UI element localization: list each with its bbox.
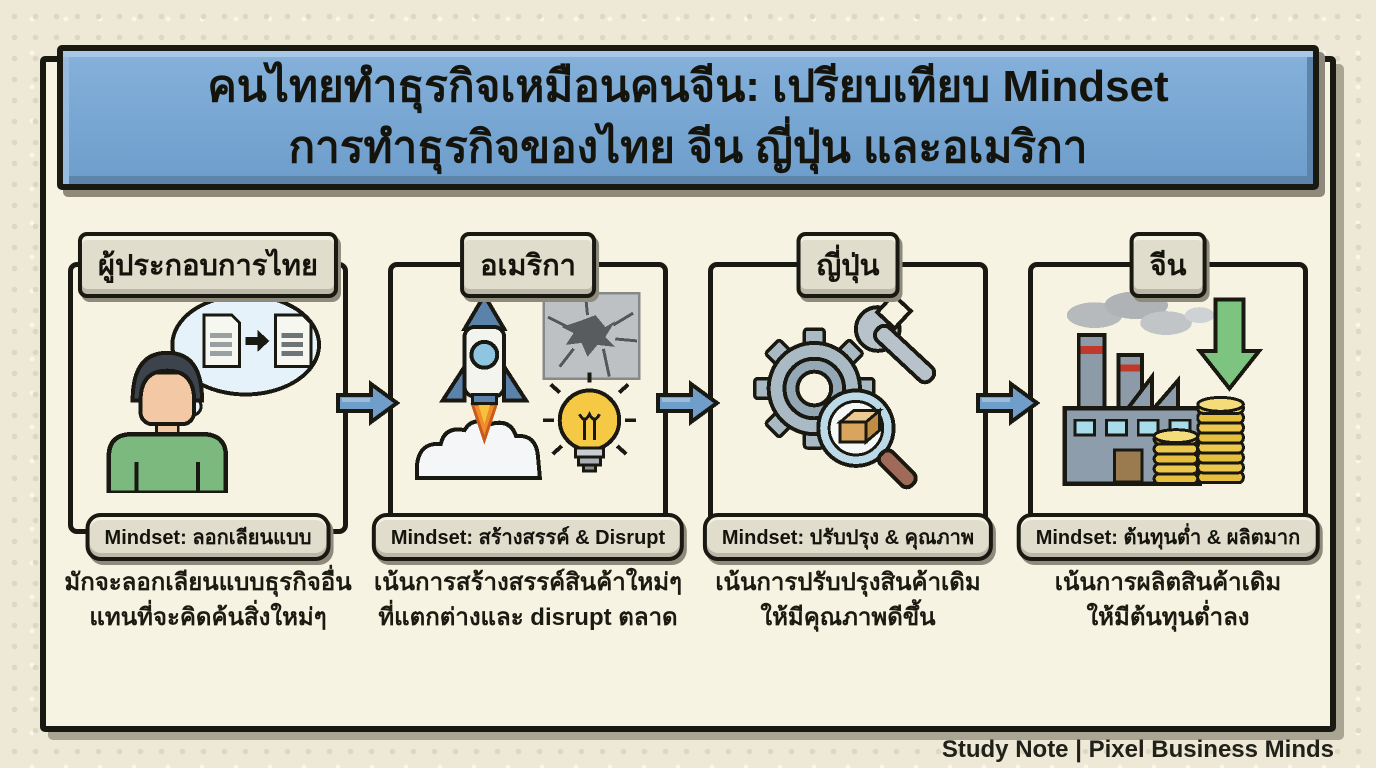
gear-wrench-magnifier-icon bbox=[718, 276, 978, 506]
column-description: เน้นการสร้างสรรค์สินค้าใหม่ๆ ที่แตกต่างแ… bbox=[368, 566, 688, 636]
flow-arrow-icon bbox=[336, 380, 401, 426]
rocket-disrupt-lightbulb-icon bbox=[398, 276, 658, 506]
mindset-badge: Mindset: ต้นทุนต่ำ & ผลิตมาก bbox=[1016, 513, 1320, 561]
description-line-1: เน้นการปรับปรุงสินค้าเดิม bbox=[715, 569, 981, 596]
column-header-tab: จีน bbox=[1129, 232, 1207, 298]
description-line-1: เน้นการผลิตสินค้าเดิม bbox=[1054, 569, 1282, 596]
mindset-badge: Mindset: สร้างสรรค์ & Disrupt bbox=[371, 513, 685, 561]
column-header-tab: อเมริกา bbox=[460, 232, 596, 298]
column-thai: ผู้ประกอบการไทย bbox=[64, 232, 352, 652]
column-description: มักจะลอกเลียนแบบธุรกิจอื่น แทนที่จะคิดค้… bbox=[48, 566, 368, 636]
copy-documents-thought-icon bbox=[78, 276, 338, 506]
comparison-columns: ผู้ประกอบการไทย bbox=[64, 232, 1320, 652]
column-china: จีน bbox=[1016, 232, 1320, 652]
column-description: เน้นการปรับปรุงสินค้าเดิม ให้มีคุณภาพดีข… bbox=[688, 566, 1008, 636]
column-america: อเมริกา bbox=[371, 232, 685, 652]
description-line-1: มักจะลอกเลียนแบบธุรกิจอื่น bbox=[64, 569, 352, 596]
factory-cost-down-coins-icon bbox=[1038, 276, 1298, 506]
column-japan: ญี่ปุ่น bbox=[702, 232, 994, 652]
mindset-badge: Mindset: ลอกเลียนแบบ bbox=[85, 513, 331, 561]
column-header-tab: ญี่ปุ่น bbox=[796, 232, 900, 298]
flow-arrow-icon bbox=[656, 380, 721, 426]
description-line-2: ให้มีคุณภาพดีขึ้น bbox=[760, 603, 936, 631]
title-line-1: คนไทยทำธุรกิจเหมือนคนจีน: เปรียบเทียบ Mi… bbox=[207, 61, 1169, 111]
description-line-1: เน้นการสร้างสรรค์สินค้าใหม่ๆ bbox=[374, 569, 682, 596]
title-line-2: การทำธุรกิจของไทย จีน ญี่ปุ่น และอเมริกา bbox=[288, 122, 1088, 172]
column-header-tab: ผู้ประกอบการไทย bbox=[77, 232, 339, 298]
description-line-2: ที่แตกต่างและ disrupt ตลาด bbox=[378, 603, 678, 631]
credit-text: Study Note | Pixel Business Minds bbox=[941, 736, 1334, 763]
description-line-2: แทนที่จะคิดค้นสิ่งใหม่ๆ bbox=[89, 603, 327, 631]
description-line-2: ให้มีต้นทุนต่ำลง bbox=[1086, 603, 1250, 631]
column-description: เน้นการผลิตสินค้าเดิม ให้มีต้นทุนต่ำลง bbox=[1008, 566, 1328, 636]
flow-arrow-icon bbox=[976, 380, 1041, 426]
mindset-badge: Mindset: ปรับปรุง & คุณภาพ bbox=[702, 513, 994, 561]
title-banner: คนไทยทำธุรกิจเหมือนคนจีน: เปรียบเทียบ Mi… bbox=[57, 45, 1319, 190]
